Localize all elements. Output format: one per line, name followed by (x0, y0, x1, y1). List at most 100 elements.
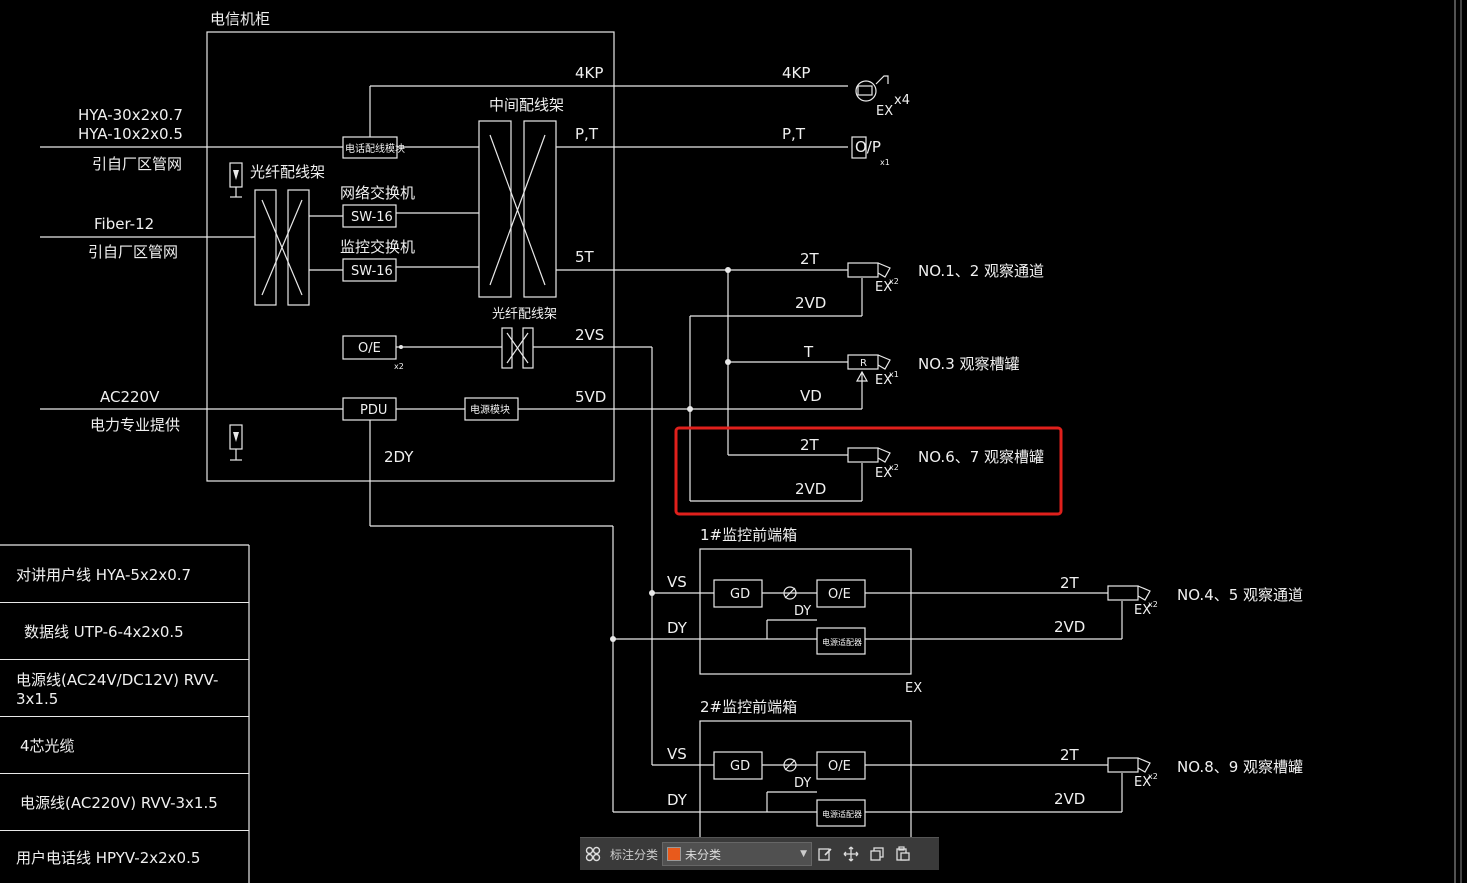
box1-dy: DY (667, 619, 688, 637)
camera-icon (1107, 585, 1151, 601)
middle-distribution-frame (478, 120, 557, 298)
highlight-selection-box[interactable] (674, 426, 1063, 516)
ptz-camera-icon (847, 354, 891, 382)
legend-row: 电源线(AC24V/DC12V) RVV-3x1.5 (0, 660, 249, 717)
camera-icon (847, 447, 891, 463)
monitor-switch-model: SW-16 (351, 264, 393, 279)
color-swatch (667, 847, 682, 861)
svg-text:GD: GD (730, 759, 750, 774)
box1-connector-icon (783, 586, 797, 600)
power-module-label: 电源模块 (470, 403, 510, 416)
network-switch (342, 204, 397, 228)
cam12-label: NO.1、2 观察通道 (918, 262, 1044, 280)
svg-text:EX: EX (1134, 603, 1151, 618)
annotation-category-label: 标注分类 (610, 847, 659, 862)
cam12-ex: EX (875, 280, 892, 295)
monitor-front-box-1 (699, 548, 912, 675)
out-pt: P,T (575, 125, 599, 143)
oe-label: O/E (358, 341, 381, 356)
cabinet-title: 电信机柜 (210, 10, 270, 28)
legend-row: 用户电话线 HPYV-2x2x0.5 (16, 848, 201, 867)
fiber-patch-frame-small (501, 327, 534, 369)
surge-protector-icon (229, 162, 243, 198)
pt-device: O/P (855, 138, 881, 156)
input-ac: AC220V (100, 388, 160, 406)
box2-connector-icon (783, 758, 797, 772)
chevron-down-icon: ▼ (800, 849, 808, 859)
svg-text:O/E: O/E (828, 587, 851, 602)
out-2vs: 2VS (575, 326, 604, 344)
cam12-t: 2T (800, 250, 820, 268)
input-ac-source: 电力专业提供 (90, 416, 180, 434)
box2-cam-label: NO.8、9 观察槽罐 (1177, 758, 1303, 776)
legend-row: 对讲用户线 HYA-5x2x0.7 (0, 546, 249, 603)
kp-ex: EX (876, 104, 893, 119)
svg-text:EX: EX (1134, 775, 1151, 790)
input-cable-source: 引自厂区管网 (92, 155, 182, 173)
op-device (851, 136, 867, 159)
svg-text:2T: 2T (1060, 574, 1080, 592)
annotation-toolbar: 标注分类 未分类 ▼ (580, 837, 939, 870)
category-value: 未分类 (685, 847, 722, 862)
input-cable-1: HYA-30x2x0.7 (78, 106, 183, 124)
svg-text:O/E: O/E (828, 759, 851, 774)
svg-text:电源适配器: 电源适配器 (822, 809, 862, 819)
svg-text:x2: x2 (1148, 600, 1158, 609)
middle-frame-label: 中间配线架 (489, 96, 564, 114)
cam67-vd: 2VD (795, 480, 826, 498)
box2-power-adapter (816, 799, 866, 827)
box1-cam-label: NO.4、5 观察通道 (1177, 586, 1303, 604)
cam67-t: 2T (800, 436, 820, 454)
cam12-vd: 2VD (795, 294, 826, 312)
cam67-mult: x2 (889, 463, 899, 472)
camera-icon (1107, 757, 1151, 773)
move-icon[interactable] (838, 841, 864, 867)
box2-vs: VS (667, 745, 687, 763)
annotation-category-select[interactable]: 未分类 ▼ (662, 842, 813, 866)
box2-dy: DY (667, 791, 688, 809)
box1-title: 1#监控前端箱 (700, 526, 797, 544)
cam3-mult: x1 (889, 370, 899, 379)
box1-ex: EX (905, 681, 922, 696)
monitor-switch-label: 监控交换机 (340, 238, 415, 256)
phone-module-label: 电话配线模块 (345, 142, 405, 155)
cam3-ex: EX (875, 373, 892, 388)
out-4kp: 4KP (575, 64, 603, 82)
svg-text:x2: x2 (1148, 772, 1158, 781)
cam67-label: NO.6、7 观察槽罐 (918, 448, 1044, 466)
box1-vs: VS (667, 573, 687, 591)
cam3-vd: VD (800, 387, 822, 405)
edit-icon[interactable] (812, 841, 838, 867)
svg-text:2T: 2T (1060, 746, 1080, 764)
network-switch-model: SW-16 (351, 210, 393, 225)
svg-text:DY: DY (794, 604, 811, 619)
legend-row: 电源线(AC220V) RVV-3x1.5 (0, 774, 249, 831)
svg-text:GD: GD (730, 587, 750, 602)
out-5t: 5T (575, 248, 595, 266)
grid-icon[interactable] (580, 841, 606, 867)
kp-line-label: 4KP (782, 64, 810, 82)
out-2dy: 2DY (384, 448, 414, 466)
legend-row: 数据线 UTP-6-4x2x0.5 (0, 603, 249, 660)
oe-multiplier: x2 (394, 362, 404, 371)
cam12-mult: x2 (889, 277, 899, 286)
paste-icon[interactable] (890, 841, 916, 867)
surge-protector-icon (229, 424, 243, 461)
cam3-r: R (860, 358, 867, 369)
input-fiber: Fiber-12 (94, 215, 154, 233)
cam3-label: NO.3 观察槽罐 (918, 355, 1020, 373)
telecom-cabinet (206, 31, 615, 482)
input-fiber-source: 引自厂区管网 (88, 243, 178, 261)
box2-title: 2#监控前端箱 (700, 698, 797, 716)
svg-text:DY: DY (794, 776, 811, 791)
camera-icon (847, 262, 891, 278)
svg-text:2VD: 2VD (1054, 618, 1085, 636)
fiber-frame-label: 光纤配线架 (250, 163, 325, 181)
cam3-t: T (803, 343, 814, 361)
copy-icon[interactable] (864, 841, 890, 867)
pt-multiplier: x1 (880, 158, 890, 167)
out-5vd: 5VD (575, 388, 606, 406)
box1-power-adapter (816, 627, 866, 655)
monitor-switch (342, 258, 397, 282)
